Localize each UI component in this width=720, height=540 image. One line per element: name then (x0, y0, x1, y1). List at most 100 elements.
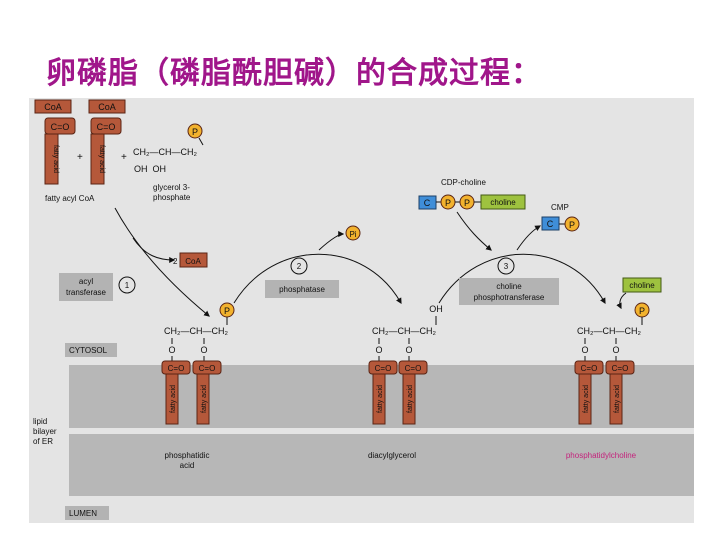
enzyme-label-line2: phosphotransferase (474, 293, 545, 302)
phosphate-label: P (224, 306, 230, 316)
fatty-acyl-coa-1: CoA C=O fatty acid (34, 99, 76, 185)
choline-box (622, 277, 662, 293)
phosphate-bond (198, 137, 204, 146)
carbonyl-label: C=O (375, 364, 392, 373)
fatty-acid-tail (578, 373, 592, 425)
fatty-acyl-coa-label: fatty acyl CoA (45, 194, 95, 203)
fatty-acid-tail (44, 133, 59, 185)
arrow-coa-release (132, 237, 176, 263)
carbonyl-label: C=O (581, 364, 598, 373)
carbonyl-label: C=O (51, 122, 70, 132)
carbonyl-label: C=O (97, 122, 116, 132)
phosphatidylcholine-molecule: P CH₂—CH—CH₂ O O C=O C=O fatty acid fatt… (574, 302, 650, 425)
step-number: 2 (297, 262, 302, 271)
plus-sign-1: + (77, 152, 83, 163)
phosphate-label: P (445, 198, 451, 208)
cmp-label: CMP (551, 203, 569, 212)
ester-oxygen: O (612, 345, 619, 355)
fatty-acid-tail (90, 133, 105, 185)
step-number-circle (290, 257, 308, 275)
step2-enzyme: 2 phosphatase (265, 257, 339, 298)
phosphate-icon (345, 225, 361, 241)
glycerol-hydroxyls: OH OH (134, 164, 166, 174)
enzyme-label-box (59, 273, 113, 301)
enzyme-label-line1: acyl (79, 277, 93, 286)
phosphate-label: P (569, 220, 575, 230)
membrane-lower-leaflet (69, 434, 694, 496)
glycerol-3-phosphate-label-line2: phosphate (153, 193, 191, 202)
slide-title: 卵磷脂（磷脂酰胆碱）的合成过程： (46, 56, 542, 91)
phosphatidic-acid-label-line2: acid (180, 461, 195, 470)
arrow-pi-release (318, 231, 345, 251)
phosphate-icon (564, 216, 580, 232)
lumen-label-box (65, 506, 109, 520)
glycerol-chain: CH₂—CH—CH₂ (133, 147, 197, 157)
lipid-bilayer-label-line1: lipid (33, 417, 47, 426)
choline-box (480, 194, 526, 210)
ester-oxygen: O (200, 345, 207, 355)
fatty-acyl-coa-2: CoA C=O fatty acid (88, 99, 126, 185)
arrow-step3 (438, 253, 606, 305)
fatty-acid-label: fatty acid (170, 385, 177, 413)
coa-released-box (179, 252, 208, 268)
carbonyl-label: C=O (168, 364, 185, 373)
lipid-bilayer-label-line3: of ER (33, 437, 53, 446)
fatty-acid-label: fatty acid (407, 385, 414, 413)
backbone-chain: CH₂—CH—CH₂ (577, 326, 641, 336)
lumen-label: LUMEN (69, 509, 97, 518)
enzyme-label-line1: choline (496, 282, 522, 291)
fatty-acid-label: fatty acid (377, 385, 384, 413)
fatty-acid-label: fatty acid (52, 145, 59, 173)
glycerol-3-phosphate: P CH₂—CH—CH₂ OH OH glycerol 3- phosphate (133, 123, 204, 202)
inorganic-phosphate: Pi (345, 225, 361, 241)
fatty-acid-tail (609, 373, 623, 425)
cytosol-label-box (65, 343, 117, 357)
acyl-carbonyl-box (90, 117, 122, 135)
step3-enzyme: 3 choline phosphotransferase (459, 257, 559, 305)
fatty-acid-label: fatty acid (98, 145, 105, 173)
fatty-acid-label: fatty acid (201, 385, 208, 413)
biosynthesis-diagram: CoA C=O fatty acid CoA C=O fatty acid + … (29, 98, 694, 523)
arrow-choline-in (616, 292, 627, 310)
pi-label: Pi (349, 230, 356, 239)
choline-label: choline (490, 198, 516, 207)
lipid-bilayer-label-line2: bilayer (33, 427, 57, 436)
fatty-acid-label: fatty acid (583, 385, 590, 413)
arrow-step1 (114, 207, 210, 317)
choline-label: choline (629, 281, 655, 290)
step-number-circle (497, 257, 515, 275)
fatty-acid-tail (372, 373, 386, 425)
coa-label-box (88, 99, 126, 114)
coa-label-box (34, 99, 72, 114)
carbonyl-label: C=O (612, 364, 629, 373)
fatty-acid-tail (196, 373, 210, 425)
phosphatidic-acid-label-line1: phosphatidic (165, 451, 210, 460)
arrow-cdp-choline-in (456, 211, 492, 251)
ester-oxygen: O (405, 345, 412, 355)
coa-count: 2 (173, 257, 178, 266)
hydroxyl-label: OH (429, 304, 443, 314)
backbone-chain: CH₂—CH—CH₂ (164, 326, 228, 336)
coa-label: CoA (44, 102, 62, 112)
cytidine-label: C (424, 198, 431, 208)
ester-oxygen: O (168, 345, 175, 355)
ester-oxygen: O (581, 345, 588, 355)
phosphate-label: P (192, 127, 198, 137)
enzyme-label-box (265, 280, 339, 298)
diacylglycerol-label: diacylglycerol (368, 451, 416, 460)
cytosol-label: CYTOSOL (69, 346, 108, 355)
step-number-circle (118, 276, 136, 294)
enzyme-label-line2: transferase (66, 288, 107, 297)
arrow-cmp-out (516, 225, 542, 251)
phosphate-icon (187, 123, 203, 139)
arrow-step2 (233, 253, 402, 305)
carbonyl-label: C=O (199, 364, 216, 373)
cdp-choline: CDP-choline C P P choline (418, 178, 526, 210)
backbone-chain: CH₂—CH—CH₂ (372, 326, 436, 336)
carbonyl-label: C=O (405, 364, 422, 373)
step1-enzyme: acyl transferase 1 (59, 273, 136, 301)
step-number: 3 (504, 262, 509, 271)
enzyme-label-box (459, 278, 559, 305)
diacylglycerol-molecule: OH CH₂—CH—CH₂ O O C=O C=O fatty acid fat… (368, 304, 443, 425)
plus-sign-2: + (121, 152, 127, 163)
